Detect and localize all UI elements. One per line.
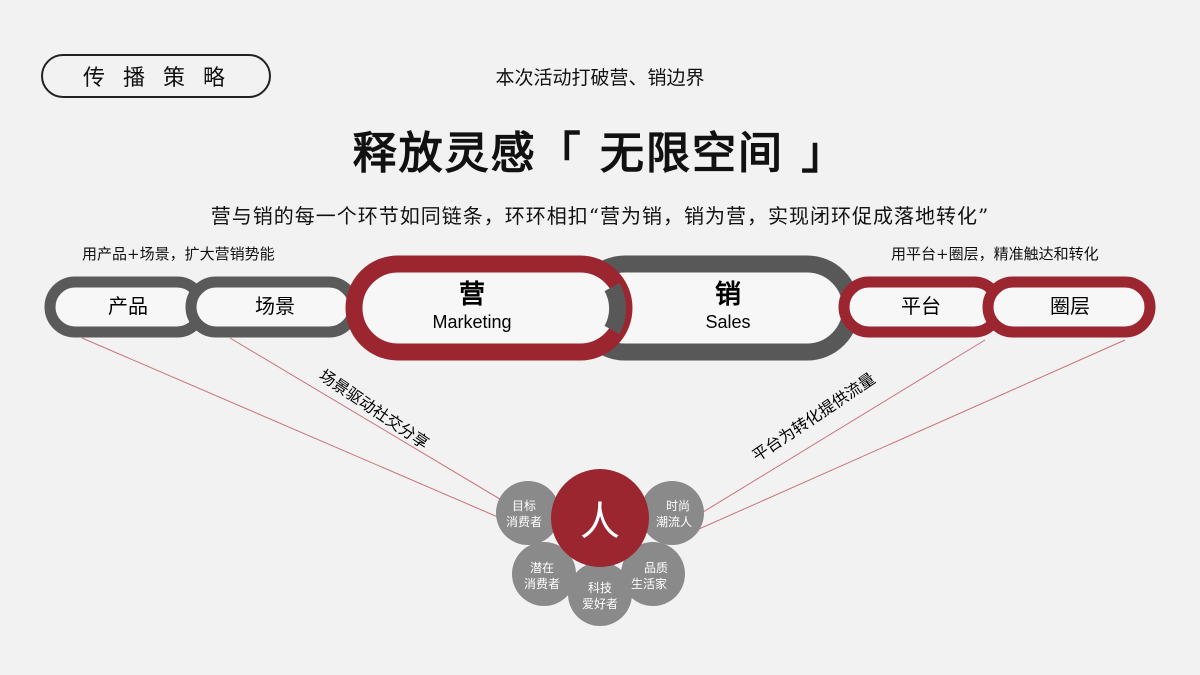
audience-trend xyxy=(640,481,704,545)
trend-line1: 时尚 xyxy=(666,499,690,513)
label-marketing-cn: 营 xyxy=(459,280,485,310)
label-platform: 平台 xyxy=(901,294,941,318)
headline: 释放灵感「 无限空间 」 xyxy=(352,128,848,179)
strategy-badge: 传播策略 xyxy=(41,54,271,98)
audience-target xyxy=(496,481,560,545)
right-note: 用平台+圈层，精准触达和转化 xyxy=(891,245,1099,263)
trend-line2: 潮流人 xyxy=(656,514,692,529)
audience-tech xyxy=(568,562,632,626)
potential-line1: 潜在 xyxy=(530,561,554,575)
top-note: 本次活动打破营、销边界 xyxy=(495,67,705,89)
audience-quality xyxy=(621,542,685,606)
audience-potential xyxy=(512,542,576,606)
label-scene: 场景 xyxy=(255,294,295,318)
tech-line1: 科技 xyxy=(588,581,612,595)
people-center-circle xyxy=(551,469,649,567)
target-line1: 目标 xyxy=(512,499,536,513)
label-circle: 圈层 xyxy=(1050,294,1090,318)
tech-line2: 爱好者 xyxy=(582,597,618,611)
label-sales-cn: 销 xyxy=(715,280,741,310)
people-center-label: 人 xyxy=(580,499,620,545)
quality-line1: 品质 xyxy=(644,561,668,575)
chain-link-circle xyxy=(982,276,1156,338)
label-sales-en: Sales xyxy=(705,312,750,332)
connector-lines xyxy=(81,337,1126,534)
potential-line2: 消费者 xyxy=(524,577,560,591)
chain-link-marketing xyxy=(345,255,633,361)
label-product: 产品 xyxy=(108,294,148,318)
left-note: 用产品+场景，扩大营销势能 xyxy=(82,245,275,263)
target-line2: 消费者 xyxy=(506,515,542,529)
audience-cluster xyxy=(496,469,704,626)
label-marketing-en: Marketing xyxy=(432,312,511,332)
quality-line2: 生活家 xyxy=(631,576,667,591)
link-overlap xyxy=(604,282,627,335)
left-path-label: 场景驱动社交分享 xyxy=(316,366,433,453)
description: 营与销的每一个环节如同链条，环环相扣“营为销，销为营，实现闭环促成落地转化” xyxy=(210,204,990,228)
